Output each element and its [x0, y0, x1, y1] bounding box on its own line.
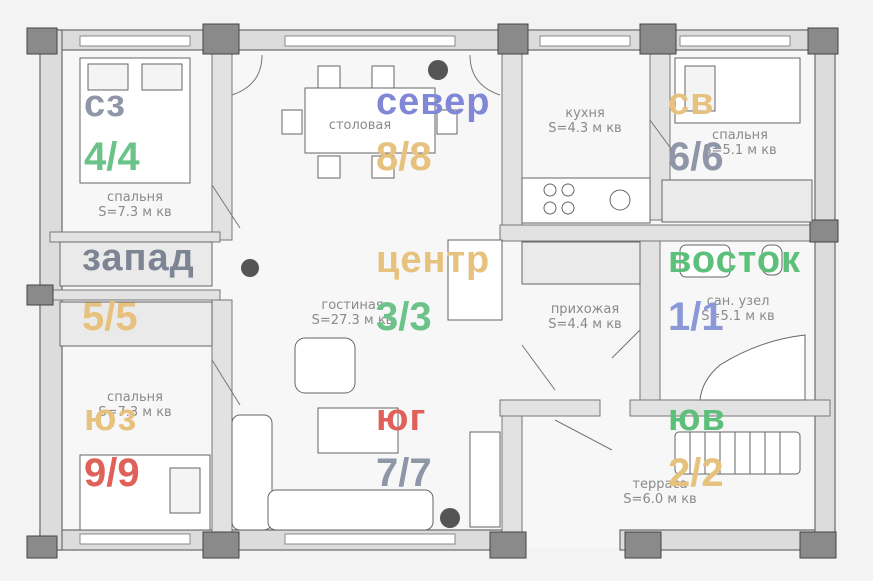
room-area: S=6.0 м кв: [623, 492, 697, 507]
beds: [79, 57, 801, 531]
room-label-bedroom-ne: спальня S=5.1 м кв: [680, 128, 800, 158]
room-name: прихожая: [550, 302, 620, 317]
room-label-hallway: прихожая S=4.4 м кв: [525, 302, 645, 332]
dining-set: [281, 65, 458, 179]
zone-number-n: 8/8: [376, 135, 432, 179]
log-ends: [26, 23, 839, 559]
room-label-living: гостиная S=27.3 м кв: [290, 298, 415, 328]
room-area: S=7.3 м кв: [98, 205, 172, 220]
zone-number-ne: 6/6: [668, 135, 724, 179]
door-swings: [211, 54, 673, 451]
zone-code-s: юг: [376, 397, 427, 439]
zone-code-c: центр: [376, 239, 491, 281]
stairs: [674, 431, 801, 475]
living-furniture: [231, 239, 503, 531]
zone-code-se: юв: [668, 397, 726, 439]
wardrobes: [59, 179, 813, 347]
kitchen-counter: [521, 177, 651, 224]
room-area: S=5.1 м кв: [701, 309, 775, 324]
room-label-kitchen: кухня S=4.3 м кв: [525, 106, 645, 136]
room-label-dining: столовая: [300, 118, 420, 133]
room-area: S=4.3 м кв: [548, 121, 622, 136]
room-label-bedroom-sw: спальня S=7.3 м кв: [75, 390, 195, 420]
zone-code-w: запад: [82, 237, 195, 279]
room-area: S=7.3 м кв: [98, 405, 172, 420]
zone-number-se: 2/2: [668, 451, 724, 495]
room-name: спальня: [712, 128, 768, 143]
room-label-bathroom: сан. узел S=5.1 м кв: [678, 294, 798, 324]
plants: [241, 60, 460, 528]
zone-number-nw: 4/4: [84, 135, 140, 179]
bathroom-fixtures: [679, 244, 806, 401]
windows: [79, 35, 791, 545]
room-name: сан. узел: [706, 294, 770, 309]
room-name: гостиная: [321, 298, 384, 313]
room-area: S=5.1 м кв: [703, 143, 777, 158]
zone-number-sw: 9/9: [84, 451, 140, 495]
zone-code-n: север: [376, 81, 491, 123]
zone-code-nw: сз: [84, 83, 127, 125]
room-name: спальня: [107, 190, 163, 205]
room-area: S=4.4 м кв: [548, 317, 622, 332]
room-name: терраса: [632, 477, 688, 492]
room-name: столовая: [328, 118, 392, 133]
interior-walls: [49, 39, 831, 541]
zone-code-sw: юз: [84, 397, 138, 439]
zone-number-w: 5/5: [82, 295, 138, 339]
zone-number-c: 3/3: [376, 295, 432, 339]
zone-number-s: 7/7: [376, 451, 432, 495]
zone-code-ne: св: [668, 81, 715, 123]
room-label-terrace: терраса S=6.0 м кв: [600, 477, 720, 507]
zone-code-e: восток: [668, 239, 802, 281]
room-area: S=27.3 м кв: [311, 313, 394, 328]
zone-number-e: 1/1: [668, 295, 724, 339]
room-label-bedroom-nw: спальня S=7.3 м кв: [80, 190, 190, 220]
room-name: спальня: [107, 390, 163, 405]
room-name: кухня: [565, 106, 605, 121]
